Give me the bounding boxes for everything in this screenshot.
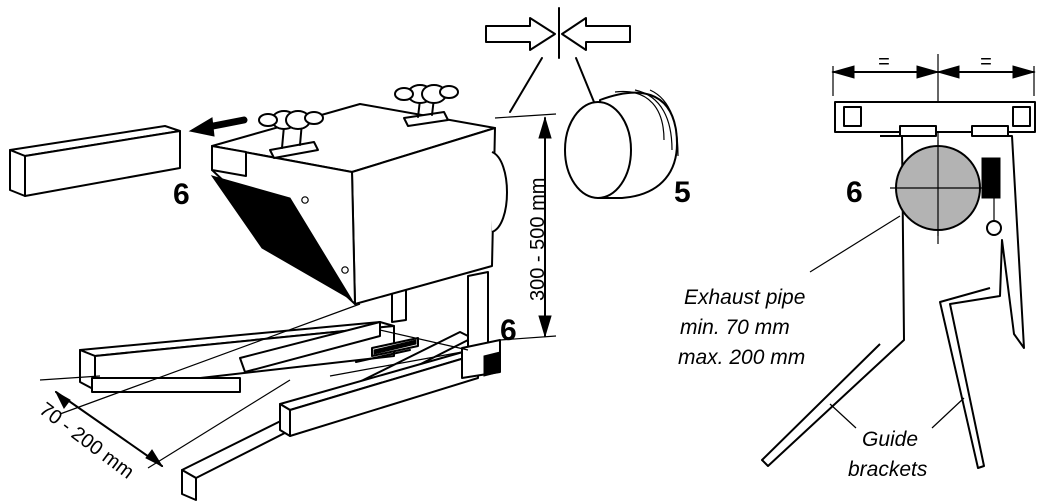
callout-pipe: 5: [674, 176, 691, 209]
wing-nut-clamp-right: [394, 84, 459, 127]
wing-nut-clamp-left: [258, 110, 324, 159]
guide-bracket-right: [939, 135, 1025, 469]
exhaust-pipe-label: Exhaust pipe: [684, 286, 805, 309]
callout-unit-left: 6: [173, 178, 190, 211]
callout-unit-right: 6: [846, 176, 863, 209]
equal-spacing-dimension: = =: [831, 51, 1036, 96]
equal-right-label: =: [980, 51, 992, 73]
height-range-label: 300 - 500 mm: [527, 178, 549, 301]
guide-bracket-front-view: = = 6: [678, 51, 1036, 481]
guide-bracket-left: [761, 135, 905, 467]
extraction-unit-illustration: 300 - 500 mm 70 - 200 mm 6 6 5: [9, 7, 691, 501]
alignment-arrows: [485, 7, 631, 113]
height-dimension: 300 - 500 mm: [494, 113, 557, 341]
equal-left-label: =: [878, 51, 890, 73]
callout-stand: 6: [500, 314, 517, 347]
exhaust-pipe-max: max. 200 mm: [678, 346, 805, 369]
crossbar: [834, 101, 1036, 137]
exhaust-pipe-end: [564, 89, 679, 199]
exhaust-pipe-min: min. 70 mm: [680, 316, 790, 339]
extraction-housing: [210, 103, 508, 305]
width-range-label: 70 - 200 mm: [35, 398, 138, 483]
motion-arrow: [188, 116, 248, 137]
brackets-label: brackets: [848, 458, 928, 481]
exhaust-pipe-section: [890, 140, 986, 236]
guide-label: Guide: [862, 428, 918, 451]
stand-frame: [79, 271, 501, 501]
rail-beam: [9, 125, 181, 197]
